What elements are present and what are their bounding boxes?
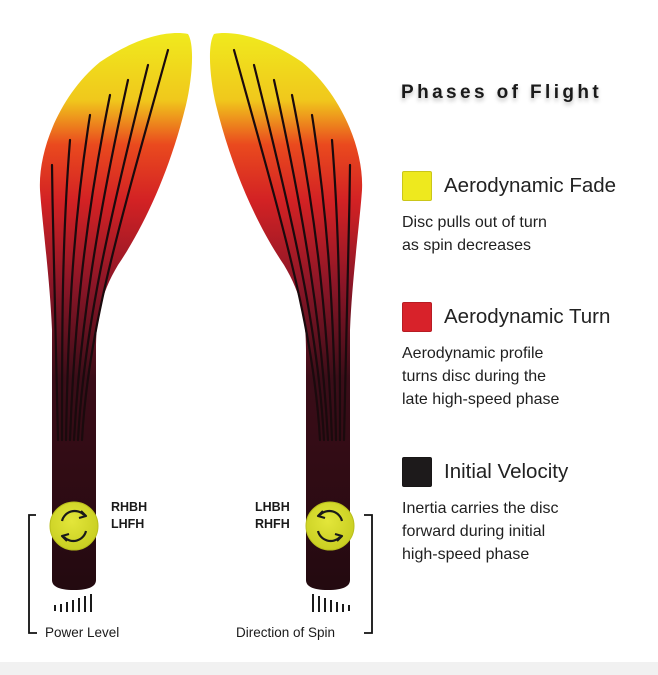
right-flight-line [290, 93, 334, 442]
legend-title: Phases of Flight [401, 82, 603, 103]
legend-velocity: Initial Velocity Inertia carries the dis… [402, 453, 632, 566]
legend-label: Aerodynamic Turn [444, 305, 611, 328]
left-flight-line [72, 78, 130, 442]
right-flight-line [252, 63, 326, 442]
right-flight-line [342, 163, 352, 442]
left-disc [49, 501, 99, 551]
right-disc-icon [305, 501, 355, 551]
left-flight-shape [39, 33, 193, 591]
footer-band [0, 662, 658, 675]
legend-label: Aerodynamic Fade [444, 174, 617, 197]
legend-description: Disc pulls out of turn as spin decreases [402, 214, 547, 254]
velocity-swatch-icon [402, 457, 432, 487]
right-flight-line [272, 78, 330, 442]
left-throw-type-1: RHBH [111, 500, 147, 514]
left-flight-line [68, 93, 112, 442]
left-disc-icon [49, 501, 99, 551]
right-flight-shape [209, 33, 363, 591]
right-flight-line [330, 138, 342, 442]
left-flight-lines [50, 48, 170, 442]
right-flight-path [209, 33, 363, 591]
right-throw-type-1: LHBH [255, 500, 290, 514]
power-level-icon [54, 594, 92, 612]
fade-swatch-icon [402, 171, 432, 201]
legend-description: Aerodynamic profile turns disc during th… [402, 345, 560, 408]
turn-swatch-icon [402, 302, 432, 332]
left-bracket [28, 514, 37, 634]
right-throw-type-2: RHFH [255, 517, 290, 531]
left-flight-line [50, 163, 60, 442]
direction-of-spin-caption: Direction of Spin [236, 625, 335, 640]
right-disc [305, 501, 355, 551]
left-flight-line [60, 138, 72, 442]
right-flight-line [310, 113, 338, 442]
left-flight-line [80, 48, 170, 442]
right-flight-line [232, 48, 322, 442]
left-flight-line [76, 63, 150, 442]
right-flight-lines [232, 48, 352, 442]
legend-turn: Aerodynamic Turn Aerodynamic profile tur… [402, 298, 632, 411]
legend-fade: Aerodynamic Fade Disc pulls out of turn … [402, 167, 632, 257]
left-flight-path [39, 33, 193, 591]
power-level-caption: Power Level [45, 625, 119, 640]
spin-direction-icon [312, 594, 350, 612]
legend-label: Initial Velocity [444, 460, 569, 483]
left-throw-type-2: LHFH [111, 517, 144, 531]
left-flight-line [64, 113, 92, 442]
legend-description: Inertia carries the disc forward during … [402, 500, 559, 563]
right-bracket [364, 514, 373, 634]
